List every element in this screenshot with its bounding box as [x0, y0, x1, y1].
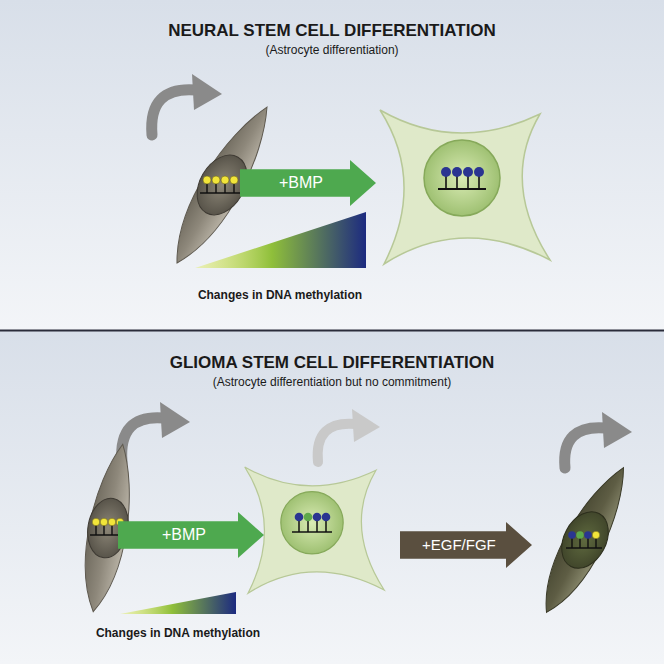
methylation-marks	[200, 176, 240, 193]
methylation-gradient	[120, 592, 236, 614]
methylation-gradient	[195, 212, 366, 268]
gradient-label: Changes in DNA methylation	[96, 626, 260, 640]
methylation-marks	[566, 531, 602, 548]
self-renewal-arrow	[152, 90, 196, 135]
self-renewal-arrow	[122, 418, 164, 462]
arrow-label: +EGF/FGF	[422, 536, 496, 554]
arrow-body	[240, 160, 376, 206]
panel-title: NEURAL STEM CELL DIFFERENTIATION	[0, 20, 664, 42]
arrow-label: +BMP	[162, 526, 206, 544]
panel: GLIOMA STEM CELL DIFFERENTIATION(Astrocy…	[0, 332, 664, 664]
divider-line	[0, 330, 664, 332]
treatment-arrow: +BMP	[240, 160, 376, 206]
panel-ground	[0, 331, 664, 664]
panel-subtitle: (Astrocyte differentiation but no commit…	[0, 374, 664, 390]
astrocyte	[245, 467, 384, 593]
panel-title: GLIOMA STEM CELL DIFFERENTIATION	[0, 352, 664, 374]
arrow-head	[192, 74, 222, 110]
arrow-body	[400, 522, 532, 568]
gradient-label: Changes in DNA methylation	[198, 288, 362, 302]
faded-renewal-arrow	[318, 424, 356, 462]
arrow-head	[602, 412, 632, 448]
treatment-arrow: +EGF/FGF	[400, 522, 532, 568]
arrow-label: +BMP	[279, 174, 323, 192]
methylation-marks	[292, 513, 332, 532]
astrocyte	[380, 110, 550, 264]
panel: NEURAL STEM CELL DIFFERENTIATION(Astrocy…	[0, 0, 664, 330]
treatment-arrow: +BMP	[118, 512, 264, 558]
panel-ground	[0, 0, 664, 330]
self-renewal-arrow	[565, 428, 606, 468]
panel-subtitle: (Astrocyte differentiation)	[0, 42, 664, 58]
arrow-body	[118, 512, 264, 558]
arrow-head	[160, 402, 190, 438]
reverted-cell	[528, 458, 642, 623]
arrow-head	[352, 409, 380, 442]
methylation-marks	[438, 167, 486, 189]
